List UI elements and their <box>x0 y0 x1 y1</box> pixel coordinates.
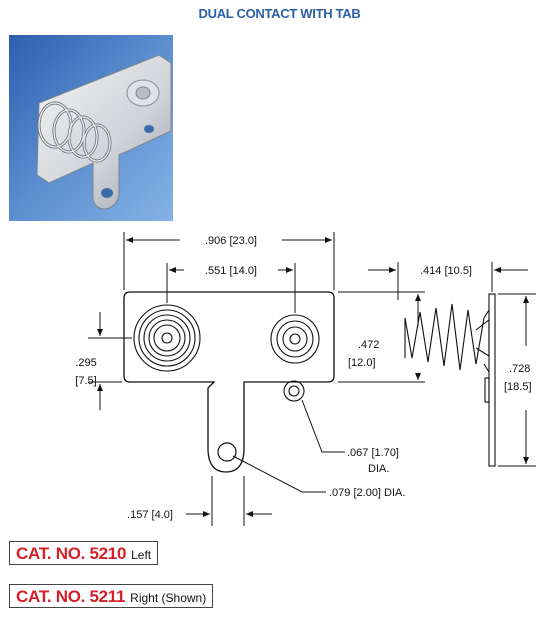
dim-total-height: .728 <box>509 363 530 375</box>
right-button-contact <box>270 314 320 364</box>
catalog-number-right: CAT. NO. 5211 Right (Shown) <box>9 584 214 608</box>
dim-tab-hole: .079 [2.00] DIA. <box>329 487 405 499</box>
dim-small-hole-note: DIA. <box>368 463 389 475</box>
dim-contact-offset: .295 <box>75 357 96 369</box>
contact-plate-outline <box>123 291 335 473</box>
dim-tab-offset: .157 [4.0] <box>127 509 173 521</box>
catalog-number-left: CAT. NO. 5210 Left <box>9 541 159 565</box>
catalog-number: CAT. NO. 5211 <box>16 587 126 606</box>
dim-body-height-mm: [12.0] <box>348 357 376 369</box>
tab-hole <box>217 442 237 462</box>
dim-contact-offset-mm: [7.5] <box>75 375 96 387</box>
dimension-arrows <box>97 237 529 517</box>
dim-body-height: .472 <box>358 339 379 351</box>
extension-lines <box>88 232 536 526</box>
diagram-title: DUAL CONTACT WITH TAB <box>198 6 361 21</box>
dim-spring-depth: .414 [10.5] <box>420 265 472 277</box>
dim-total-height-mm: [18.5] <box>504 381 532 393</box>
dim-contact-spacing: .551 [14.0] <box>205 265 257 277</box>
product-photo <box>9 35 173 221</box>
small-hole <box>283 380 305 402</box>
technical-drawing: .906 [23.0] .551 [14.0] .414 [10.5] .472… <box>75 232 536 526</box>
left-spring-contact <box>133 304 201 372</box>
side-view <box>404 293 496 467</box>
catalog-number: CAT. NO. 5210 <box>16 544 127 563</box>
catalog-side: Left <box>131 548 152 562</box>
dim-overall-width: .906 [23.0] <box>205 235 257 247</box>
dim-small-hole: .067 [1.70] <box>347 447 399 459</box>
catalog-side: Right (Shown) <box>130 591 207 605</box>
